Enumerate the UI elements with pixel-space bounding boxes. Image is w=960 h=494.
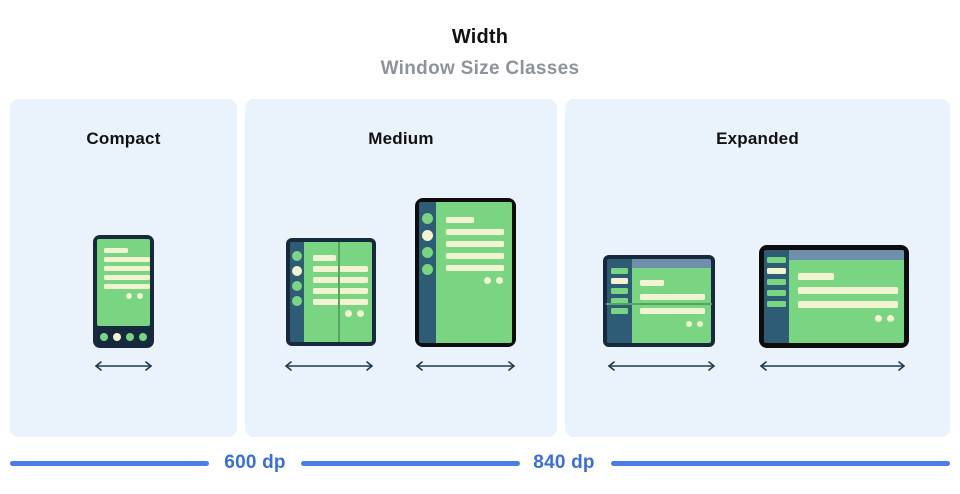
content-line: [313, 255, 336, 261]
rail-dot: [292, 296, 302, 306]
navbar-dot: [139, 332, 147, 341]
navbar-dot: [100, 332, 108, 341]
content-line: [798, 301, 898, 308]
phone-mockup: [93, 235, 154, 348]
sidebar: [764, 250, 789, 343]
content-line: [446, 253, 504, 259]
content-line: [446, 265, 504, 271]
page-subtitle: Window Size Classes: [380, 58, 580, 79]
content-line: [104, 275, 150, 280]
content-line: [104, 266, 150, 271]
fold-line: [338, 242, 340, 342]
content-line: [313, 277, 368, 283]
navbar-dot: [113, 332, 121, 341]
panel-title-expanded: Expanded: [716, 129, 799, 148]
rail-dot: [422, 247, 433, 258]
more-dots: [640, 321, 707, 327]
width-arrow-icon: [285, 361, 373, 371]
rail-dot: [292, 251, 302, 261]
more-dots: [798, 315, 898, 322]
expanded-foldable-mockup: [603, 255, 715, 347]
width-arrow-icon: [608, 361, 715, 371]
device-screen: [304, 242, 372, 342]
rail-dot: [422, 230, 433, 241]
content-line: [446, 241, 504, 247]
laptop-mockup: [759, 245, 909, 348]
device-screen: [632, 268, 711, 343]
sidebar-bar: [767, 268, 786, 274]
width-arrow-icon: [95, 361, 152, 371]
navbar-dot: [126, 332, 134, 341]
foldable-mockup: [286, 238, 376, 346]
width-arrow-icon: [760, 361, 905, 371]
rail-dot: [292, 281, 302, 291]
fold-line: [606, 303, 712, 305]
content-line: [640, 294, 705, 300]
app-topbar: [632, 259, 711, 268]
content-line: [313, 299, 368, 305]
ruler-label-840: 840 dp: [533, 452, 595, 473]
more-dots: [446, 277, 508, 284]
content-line: [446, 217, 474, 223]
more-dots: [104, 293, 144, 299]
sidebar-bar: [611, 278, 628, 284]
tablet-mockup: [415, 198, 516, 347]
rail-dot: [422, 213, 433, 224]
phone-navbar: [97, 329, 150, 344]
ruler-label-600: 600 dp: [224, 452, 286, 473]
nav-rail: [290, 242, 304, 342]
content-line: [313, 288, 368, 294]
sidebar-bar: [611, 288, 628, 294]
sidebar-bar: [767, 301, 786, 307]
content-line: [104, 257, 150, 262]
device-screen: [789, 260, 904, 343]
page-title: Width: [451, 26, 509, 48]
diagram-header: Width Window Size Classes: [0, 0, 960, 80]
nav-rail: [419, 202, 436, 343]
sidebar-bar: [767, 279, 786, 285]
sidebar-bar: [611, 298, 628, 304]
rail-dot: [422, 264, 433, 275]
ruler-line-segment: [611, 461, 950, 466]
app-topbar: [789, 250, 904, 260]
ruler-line-segment: [301, 461, 520, 466]
sidebar-bar: [767, 257, 786, 263]
content-line: [640, 280, 664, 286]
phone-screen: [97, 239, 150, 326]
panel-compact: Compact: [10, 99, 237, 437]
sidebar-bar: [611, 268, 628, 274]
device-main-area: [632, 259, 711, 343]
content-line: [313, 266, 368, 272]
panel-title-compact: Compact: [86, 129, 161, 148]
panel-expanded: Expanded: [565, 99, 950, 437]
device-screen: [436, 202, 512, 343]
panel-medium: Medium: [245, 99, 557, 437]
sidebar: [607, 259, 632, 343]
content-line: [798, 287, 898, 294]
width-arrow-icon: [416, 361, 515, 371]
ruler-line-segment: [10, 461, 209, 466]
rail-dot: [292, 266, 302, 276]
panel-title-medium: Medium: [368, 129, 434, 148]
content-line: [104, 284, 150, 289]
content-line: [640, 308, 705, 314]
more-dots: [313, 310, 368, 317]
content-line: [104, 248, 128, 253]
content-line: [798, 273, 834, 280]
device-main-area: [789, 250, 904, 343]
sidebar-bar: [767, 290, 786, 296]
content-line: [446, 229, 504, 235]
sidebar-bar: [611, 308, 628, 314]
